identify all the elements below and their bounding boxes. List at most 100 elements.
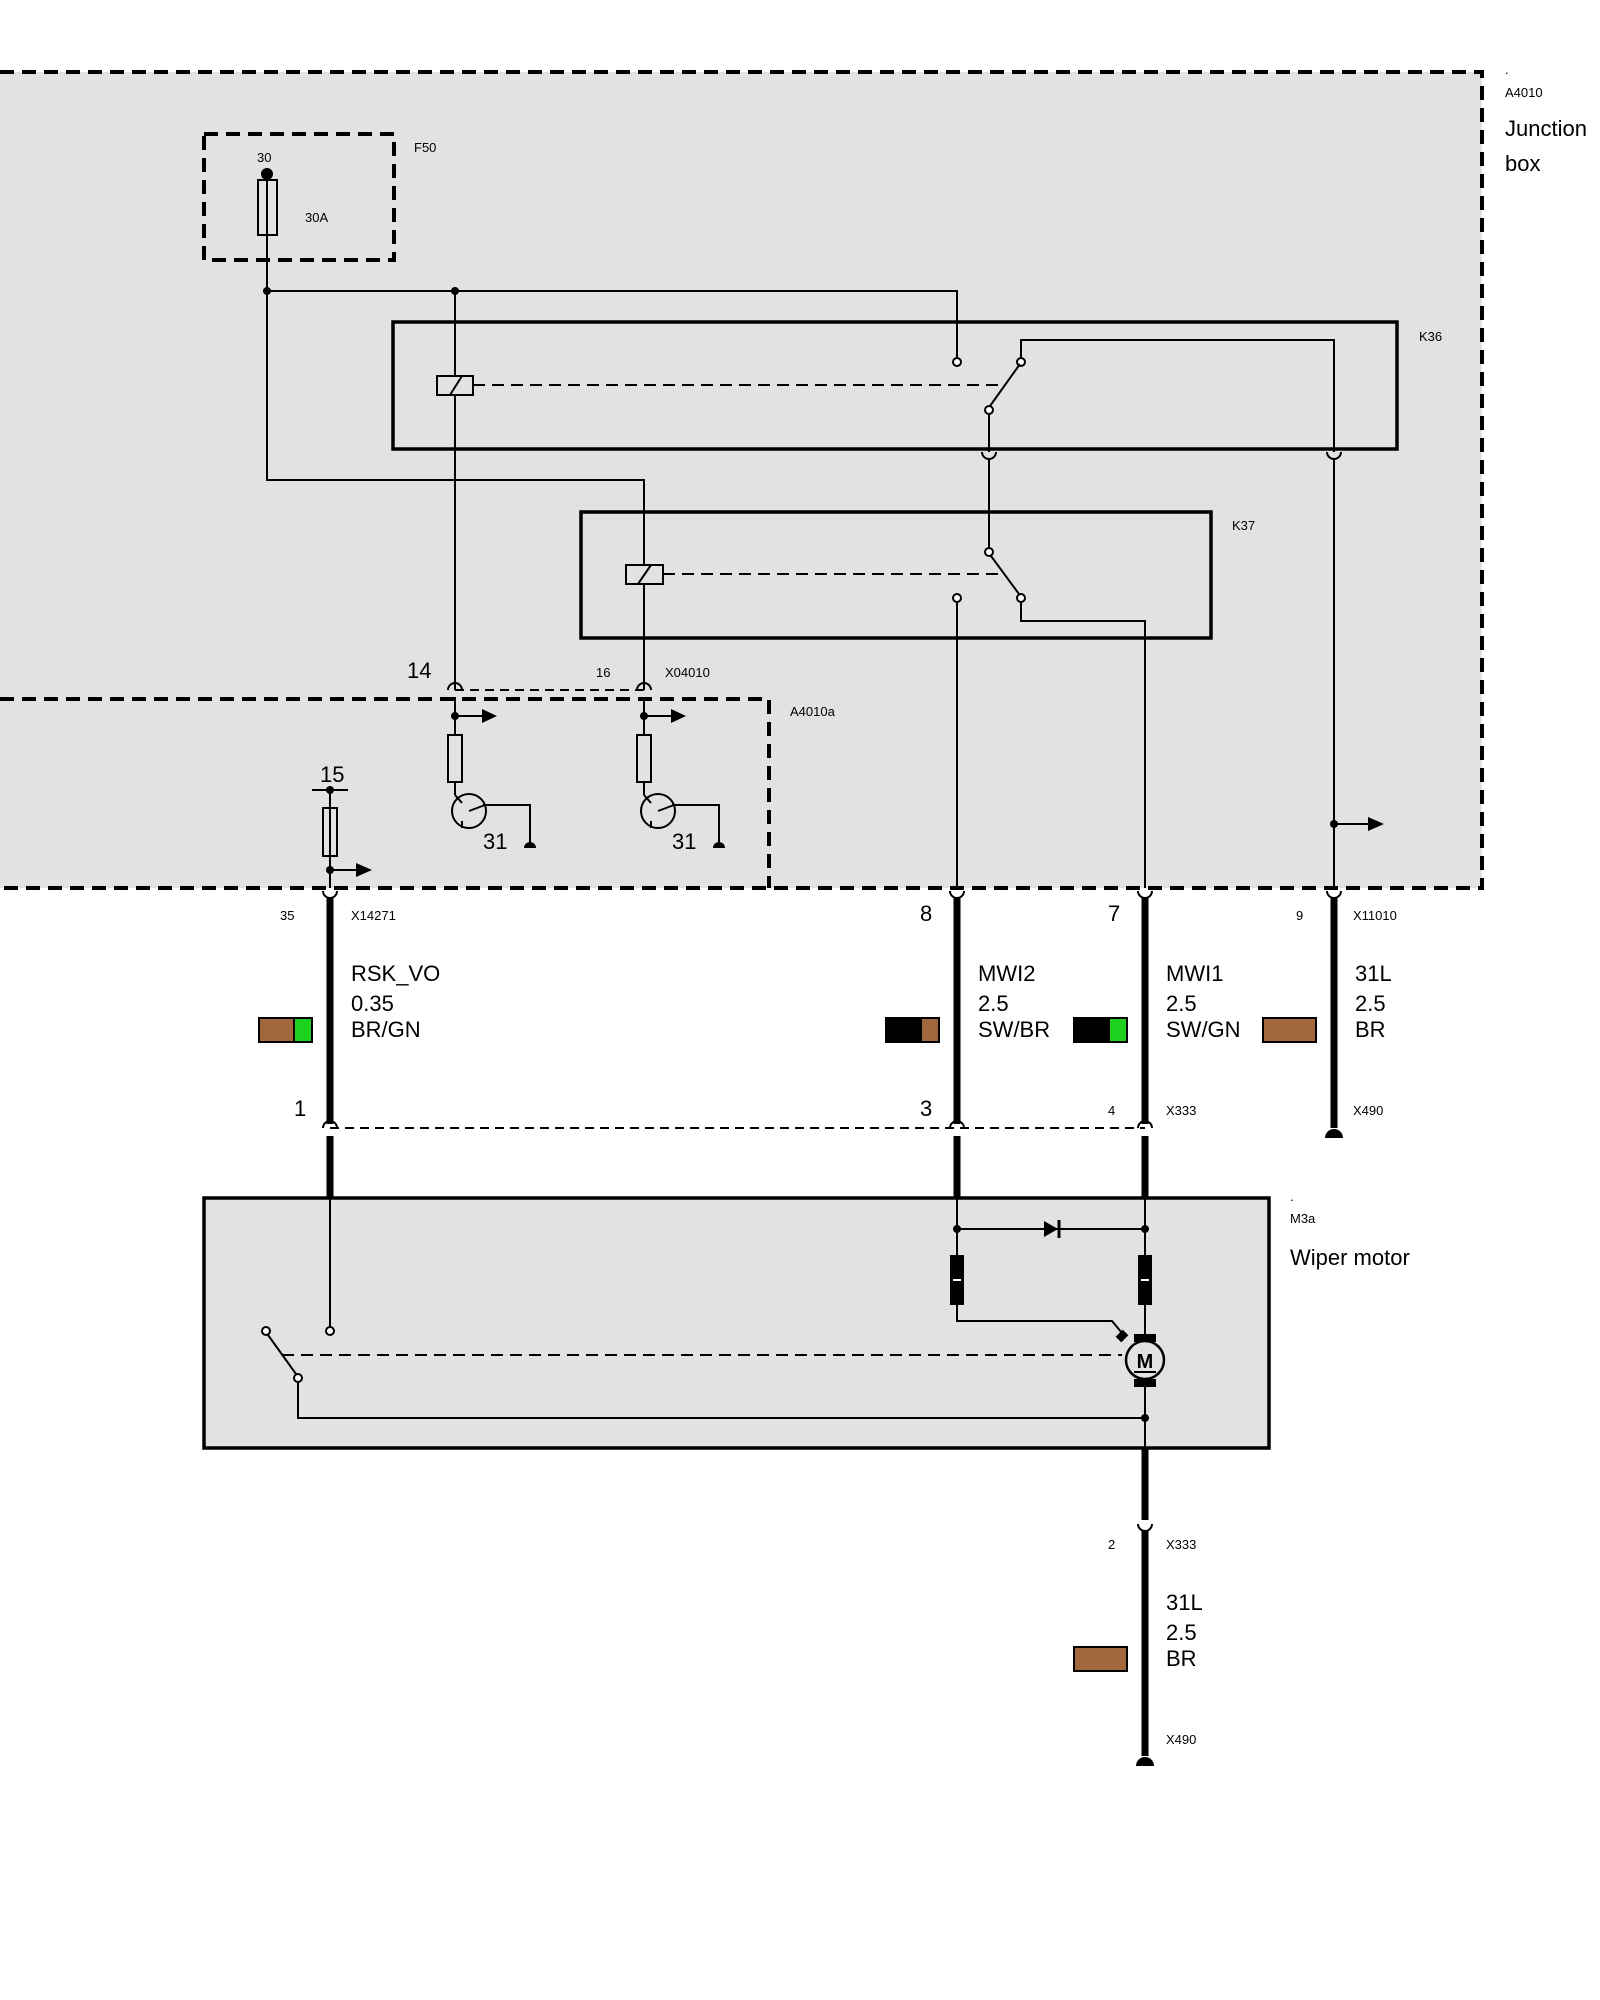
connector-x333-id: X333 [1166, 1103, 1196, 1118]
fuse-f50-terminal: 30 [257, 150, 271, 165]
wire-31l-bottom-gauge: 2.5 [1166, 1620, 1197, 1645]
motor-brush-top [1134, 1334, 1156, 1342]
connector-x04010-pin14-label: 14 [407, 658, 431, 683]
wiper-motor-dot: . [1290, 1189, 1294, 1204]
fuse-f50-rating: 30A [305, 210, 328, 225]
wire-mwi2-swatch [885, 1017, 940, 1043]
junction-box-id: A4010 [1505, 85, 1543, 100]
junction-box-background [0, 72, 1482, 888]
driver1-ground-wire [483, 804, 531, 842]
connector-x333-pin3 [949, 1120, 965, 1129]
relay-k36-contact-common [984, 405, 994, 415]
wire-mwi1-signal: MWI1 [1166, 961, 1223, 986]
driver2-transistor-icon [640, 793, 676, 829]
relay-k37-box [579, 510, 1213, 640]
wire-31l-bottom-swatch [1073, 1646, 1128, 1672]
wiper-motor-name: Wiper motor [1290, 1245, 1410, 1270]
ground-x490-bottom-label: X490 [1166, 1732, 1196, 1747]
motor-brush-bottom [1134, 1379, 1156, 1387]
relay-k37-switch-blade [990, 555, 1020, 595]
driver2-transistor-base [643, 794, 652, 804]
driver2-arrow-icon [671, 709, 686, 723]
ground-x490-top-label: X490 [1353, 1103, 1383, 1118]
wire-mwi1-color: SW/GN [1166, 1017, 1241, 1042]
swatch-stripe [1108, 1017, 1128, 1043]
park-switch-contact-common [293, 1373, 303, 1383]
wire-rsk-vo-swatch [258, 1017, 313, 1043]
ground-x490-top-icon [1325, 1129, 1343, 1138]
driver1-ground-label: 31 [483, 829, 507, 854]
wire-31l-color: BR [1355, 1017, 1386, 1042]
relay-k37-contact-common [984, 547, 994, 557]
connector-x333-pin2-label: 2 [1108, 1537, 1115, 1552]
swatch-primary [1073, 1017, 1110, 1043]
relay-k37-contact-nc [1016, 593, 1026, 603]
junction-box-name-line2: box [1505, 151, 1540, 176]
connector-x11010-pin [1326, 890, 1342, 899]
wire-mwi1-swatch [1073, 1017, 1128, 1043]
ground-31l-arrow-icon [1368, 817, 1384, 831]
junction-box [0, 70, 1484, 890]
connector-x333-pin1 [322, 1120, 338, 1129]
connector-x333-pin2 [1137, 1523, 1153, 1532]
driver1-transistor-icon [451, 793, 487, 829]
wire-mwi2-gauge: 2.5 [978, 991, 1009, 1016]
junction-box-name-line1: Junction [1505, 116, 1587, 141]
swatch-stripe [293, 1017, 313, 1043]
wire-mwi2-signal: MWI2 [978, 961, 1035, 986]
wire-rsk-vo-color: BR/GN [351, 1017, 421, 1042]
connector-x04010-id: X04010 [665, 665, 710, 680]
relay-k37-contact-no [952, 593, 962, 603]
junction-box-dot: . [1505, 62, 1509, 77]
connector-mwi2-pin [949, 890, 965, 899]
motor-ground-junction-dot [1141, 1414, 1149, 1422]
relay-k36-nc-wire [1020, 339, 1335, 452]
wire-31l-swatch [1262, 1017, 1317, 1043]
motor-symbol: M [1137, 1351, 1154, 1373]
relay-k37-coil-diagonal [637, 564, 652, 585]
driver1-transistor-base [454, 794, 463, 804]
connector-mwi2-pin-label: 8 [920, 901, 932, 926]
connector-x333-pin3-label: 3 [920, 1096, 932, 1121]
wire-31l-bottom-signal: 31L [1166, 1590, 1203, 1615]
wire-rsk-vo-gauge: 0.35 [351, 991, 394, 1016]
wire-mwi1-gauge: 2.5 [1166, 991, 1197, 1016]
mwi2-to-motor-wire [956, 1305, 1123, 1334]
wire-mwi2-color: SW/BR [978, 1017, 1050, 1042]
connector-x14271-id: X14271 [351, 908, 396, 923]
wire-rsk-vo-signal: RSK_VO [351, 961, 440, 986]
fuse-f50-enclosure [202, 132, 396, 262]
motor-brush-side [1115, 1329, 1129, 1343]
park-switch-contact-a [325, 1326, 335, 1336]
relay-k36-id: K36 [1419, 329, 1442, 344]
wire-31l-gauge: 2.5 [1355, 991, 1386, 1016]
driver2-ground-icon [713, 842, 725, 848]
connector-x04010-pin16 [636, 682, 652, 691]
driver1-ground-icon [524, 842, 536, 848]
terminal-15-label: 15 [320, 762, 344, 787]
connector-x04010-pin16-label: 16 [596, 665, 610, 680]
relay-k36-coil-diagonal [449, 375, 463, 396]
driver2-ground-wire [672, 804, 720, 842]
fuse-f50-id: F50 [414, 140, 436, 155]
swatch-stripe [920, 1017, 940, 1043]
park-switch-ground-wire [297, 1382, 1145, 1419]
connector-x333-pin1-label: 1 [294, 1096, 306, 1121]
connector-x333-pin4 [1137, 1120, 1153, 1129]
connector-x04010-pin14 [447, 682, 463, 691]
driver2-ground-label: 31 [672, 829, 696, 854]
relay-k36-contact-no [952, 357, 962, 367]
relay-k37-nc-wire [1020, 602, 1146, 888]
driver2-transistor-emitter [657, 804, 675, 812]
connector-x14271-pin [322, 890, 338, 899]
swatch-primary [258, 1017, 295, 1043]
fuse-output-wire [266, 235, 958, 362]
junction-box-border [0, 70, 1484, 890]
wiper-motor-box [202, 1196, 1271, 1450]
relay-k36-box [391, 320, 1399, 451]
park-switch-contact-b [261, 1326, 271, 1336]
diode-icon [1044, 1221, 1058, 1237]
connector-x11010-pin-label: 9 [1296, 908, 1303, 923]
connector-x11010-id: X11010 [1353, 908, 1397, 923]
